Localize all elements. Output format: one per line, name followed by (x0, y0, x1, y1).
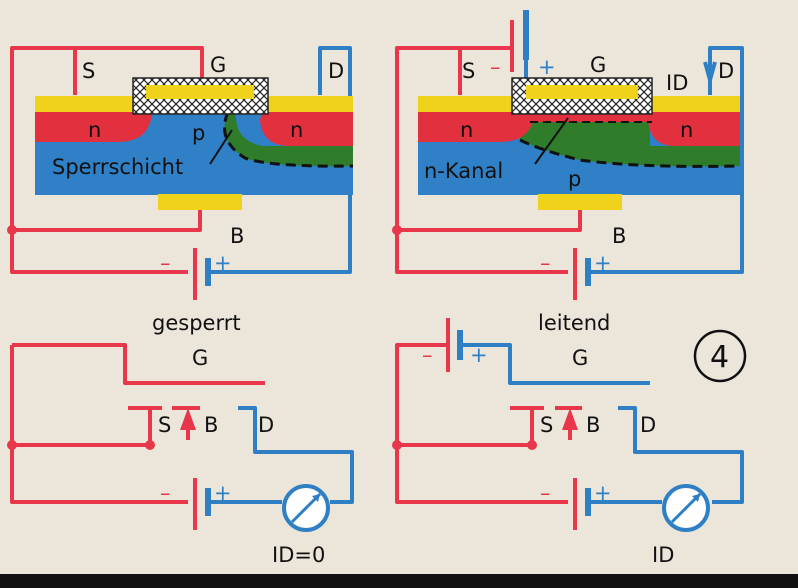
battery-minus: – (540, 251, 551, 275)
bulk-label: B (612, 224, 626, 248)
figure-number: 4 (710, 340, 729, 375)
bulk-metal (538, 194, 622, 210)
depletion-zone (224, 112, 353, 167)
battery-plus: + (594, 481, 612, 505)
junction-dot (527, 440, 537, 450)
p-label: p (568, 167, 581, 191)
junction-dot (392, 225, 402, 235)
source-metal (35, 96, 135, 112)
n-left-label: n (460, 118, 473, 142)
panel-top-left: S G D n n p Sperrschicht B – + gesperrt (7, 46, 354, 335)
source-wire (395, 343, 568, 504)
n-right-label: n (290, 118, 303, 142)
n-left-label: n (88, 118, 101, 142)
bottom-border (0, 574, 798, 588)
battery-plus: + (594, 251, 612, 275)
meter-reading: ID=0 (272, 543, 325, 567)
top-right-wires (395, 10, 744, 300)
gate-metal (146, 85, 254, 99)
channel-region (520, 112, 740, 167)
drain-metal (268, 96, 353, 112)
junction-dot (7, 440, 17, 450)
drain-label: D (718, 59, 734, 83)
pointer-line (534, 117, 569, 165)
drain-terminal (618, 406, 744, 504)
top-right-device (418, 77, 741, 210)
panel-bottom-left: G S B D – + ID=0 (7, 343, 354, 567)
battery-plus: + (214, 481, 232, 505)
bulk-label: B (586, 413, 600, 437)
source-metal (418, 96, 513, 112)
bulk-wire (397, 210, 582, 232)
bulk-wire (12, 210, 202, 232)
figure-number-badge: 4 (693, 329, 747, 383)
gate-label: G (210, 53, 226, 77)
channel-label: n-Kanal (424, 159, 503, 183)
gate-wire (12, 343, 265, 385)
p-label: p (192, 121, 205, 145)
ammeter-icon (662, 484, 710, 532)
n-region-left (35, 112, 152, 142)
gate-metal (526, 85, 638, 99)
depletion-boundary (223, 111, 354, 168)
bottom-left-wires (10, 343, 354, 530)
ammeter-icon (282, 484, 330, 532)
battery-minus: – (160, 251, 171, 275)
drain-wire (210, 46, 352, 274)
bulk-label: B (204, 413, 218, 437)
state-caption: leitend (538, 311, 610, 335)
gate-wire (12, 46, 204, 85)
source-label: S (82, 59, 95, 83)
drain-label: D (640, 413, 656, 437)
drain-wire (590, 46, 744, 274)
drain-label: D (328, 59, 344, 83)
gate-minus: – (422, 343, 433, 367)
n-right-label: n (680, 118, 693, 142)
state-caption: gesperrt (152, 311, 241, 335)
battery-minus: – (160, 481, 171, 505)
bulk-arrow-icon (180, 408, 196, 430)
current-label: ID (666, 71, 688, 95)
gate-minus: – (490, 55, 501, 79)
inversion-layer (530, 114, 652, 122)
gate-plus: + (470, 343, 488, 367)
drain-label: D (258, 413, 274, 437)
junction-dot (145, 440, 155, 450)
gate-plus: + (538, 55, 556, 79)
source-wire (10, 345, 188, 504)
bulk-label: B (230, 224, 244, 248)
n-region-right (260, 112, 353, 146)
meter-reading: ID (652, 543, 674, 567)
source-label: S (540, 413, 553, 437)
panel-top-right: S – + G ID D n n n-Kanal p B – + leitend (392, 10, 744, 335)
drain-terminal (238, 406, 354, 504)
n-region-left (418, 112, 535, 142)
channel-boundary (519, 138, 741, 168)
n-region-right (648, 112, 740, 146)
bottom-right-wires (395, 318, 744, 530)
drain-metal (652, 96, 740, 112)
junction-dot (392, 440, 402, 450)
top-left-wires (10, 46, 352, 300)
bulk-metal (158, 194, 242, 210)
current-arrow (703, 61, 717, 82)
depletion-label: Sperrschicht (52, 155, 183, 179)
gate-label: G (572, 346, 588, 370)
top-left-device (35, 77, 354, 210)
battery-plus: + (214, 251, 232, 275)
bulk-arrow-icon (562, 408, 578, 430)
panel-bottom-right: – + G S B D – + ID (392, 318, 744, 567)
source-label: S (158, 413, 171, 437)
pointer-line (209, 129, 233, 165)
source-label: S (462, 59, 475, 83)
junction-dot (7, 225, 17, 235)
gate-label: G (590, 53, 606, 77)
battery-minus: – (540, 481, 551, 505)
gate-label: G (192, 346, 208, 370)
gate-wire (460, 343, 650, 385)
